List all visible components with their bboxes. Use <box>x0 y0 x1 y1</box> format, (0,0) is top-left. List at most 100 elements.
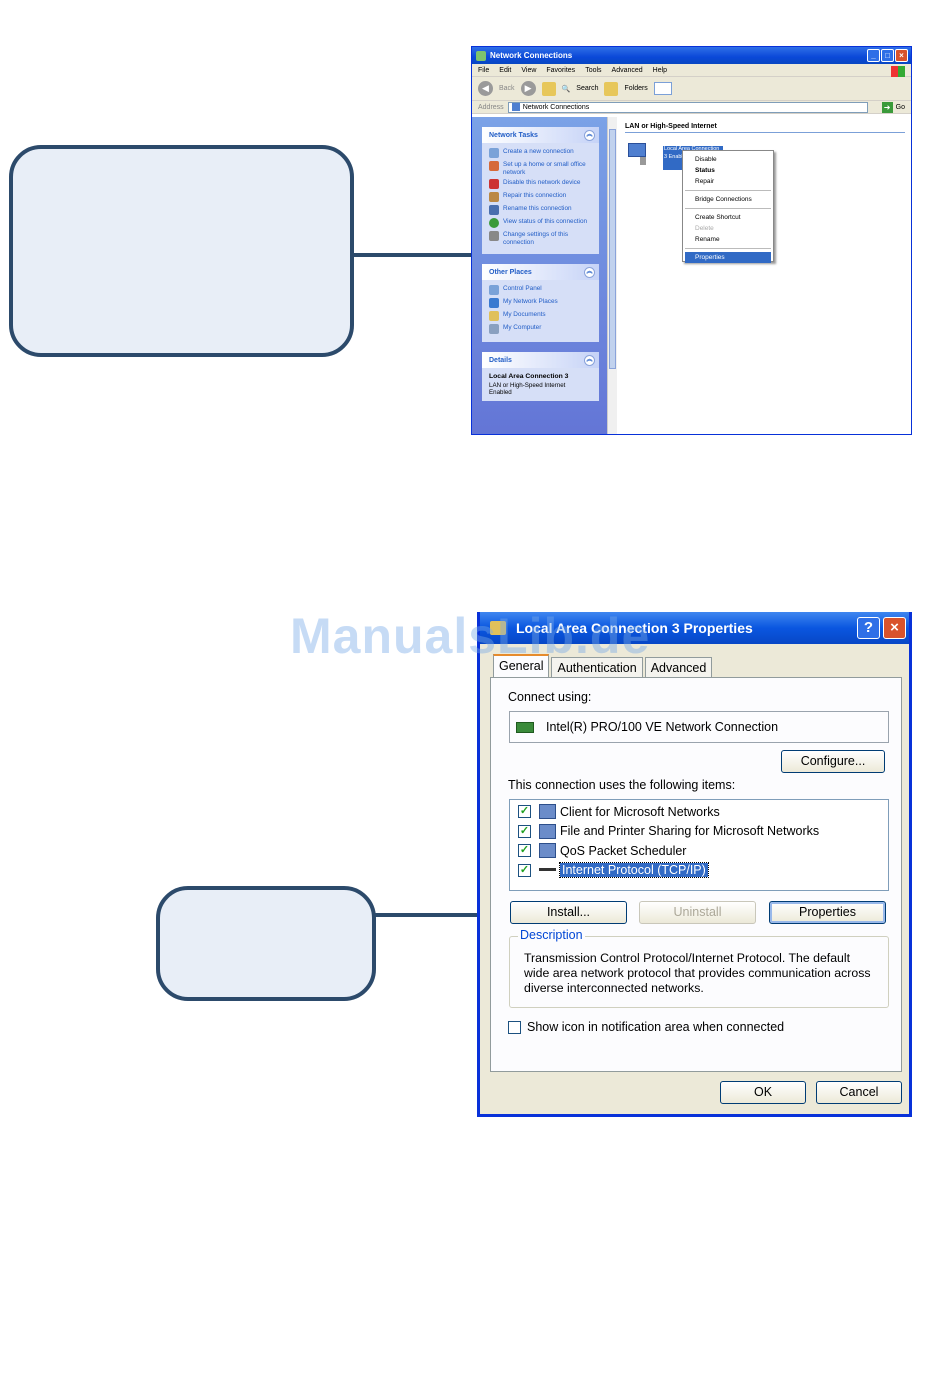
task-repair-connection[interactable]: Repair this connection <box>489 192 595 203</box>
ctx-status[interactable]: Status <box>695 167 715 174</box>
task-create-connection[interactable]: Create a new connection <box>489 148 595 158</box>
panel-title: Details <box>489 356 512 364</box>
properties-dialog: Local Area Connection 3 Properties ? × G… <box>477 612 912 1117</box>
ctx-create-shortcut[interactable]: Create Shortcut <box>695 214 741 221</box>
back-button-label[interactable]: Back <box>499 85 515 92</box>
repair-icon <box>489 192 499 203</box>
ctx-bridge-connections[interactable]: Bridge Connections <box>695 196 752 203</box>
ctx-rename[interactable]: Rename <box>695 236 720 243</box>
callout-box-bottom <box>156 886 376 1001</box>
go-arrow-icon[interactable]: ➜ <box>881 102 893 113</box>
folders-button-label[interactable]: Folders <box>624 85 648 92</box>
list-item-tcpip[interactable]: ✓ Internet Protocol (TCP/IP) <box>510 861 888 881</box>
connection-icon <box>490 621 506 635</box>
details-title: Local Area Connection 3 <box>489 373 569 381</box>
menu-edit[interactable]: Edit <box>499 66 512 74</box>
menu-view[interactable]: View <box>521 66 537 74</box>
tab-authentication[interactable]: Authentication <box>551 657 643 678</box>
show-icon-checkbox[interactable] <box>508 1020 521 1034</box>
item-checkbox[interactable]: ✓ <box>518 805 531 819</box>
views-icon[interactable] <box>653 82 672 95</box>
items-list: ✓ Client for Microsoft Networks ✓ File a… <box>509 799 889 891</box>
scrollbar-thumb[interactable] <box>609 129 616 369</box>
windows-flag-icon <box>891 66 905 77</box>
menu-help[interactable]: Help <box>652 66 668 74</box>
new-connection-icon <box>489 148 499 158</box>
place-my-documents[interactable]: My Documents <box>489 311 595 322</box>
lan-connection-icon[interactable] <box>628 143 648 165</box>
window-titlebar: Network Connections _ □ × <box>472 47 911 64</box>
rename-icon <box>489 205 499 216</box>
address-field[interactable]: Network Connections <box>507 101 868 113</box>
forward-arrow-icon[interactable]: ▶ <box>520 81 536 96</box>
control-panel-icon <box>489 285 499 296</box>
list-item-qos[interactable]: ✓ QoS Packet Scheduler <box>510 841 888 861</box>
collapse-chevron-icon[interactable]: ︽ <box>584 129 595 141</box>
ok-button[interactable]: OK <box>720 1081 806 1104</box>
folders-icon[interactable] <box>604 81 619 96</box>
network-connections-icon <box>476 50 486 61</box>
details-header[interactable]: Details ︽ <box>482 352 599 369</box>
task-pane-scrollbar[interactable] <box>607 117 617 434</box>
place-control-panel[interactable]: Control Panel <box>489 285 595 296</box>
collapse-chevron-icon[interactable]: ︽ <box>584 266 595 278</box>
item-checkbox[interactable]: ✓ <box>518 844 531 858</box>
help-button[interactable]: ? <box>857 617 880 639</box>
close-button[interactable]: × <box>895 49 908 62</box>
adapter-field: Intel(R) PRO/100 VE Network Connection <box>509 711 889 743</box>
search-button-label[interactable]: Search <box>576 85 599 92</box>
context-menu: Disable Status Repair Bridge Connections… <box>682 150 774 263</box>
task-label: Create a new connection <box>503 148 574 155</box>
collapse-chevron-icon[interactable]: ︽ <box>584 354 595 366</box>
place-my-computer[interactable]: My Computer <box>489 324 595 335</box>
properties-button[interactable]: Properties <box>769 901 886 924</box>
configure-button[interactable]: Configure... <box>781 750 885 773</box>
minimize-button[interactable]: _ <box>867 49 880 62</box>
item-checkbox[interactable]: ✓ <box>518 863 531 877</box>
show-icon-option[interactable]: Show icon in notification area when conn… <box>508 1020 784 1034</box>
task-change-settings[interactable]: Change settings of this connection <box>489 231 595 246</box>
details-panel: Details ︽ Local Area Connection 3 LAN or… <box>482 352 599 402</box>
tab-advanced[interactable]: Advanced <box>644 657 713 678</box>
protocol-icon <box>539 868 556 876</box>
task-rename-connection[interactable]: Rename this connection <box>489 205 595 216</box>
details-subtitle: LAN or High-Speed Internet <box>489 382 566 390</box>
tab-general[interactable]: General <box>493 654 550 678</box>
menu-tools[interactable]: Tools <box>585 66 602 74</box>
task-label: Rename this connection <box>503 205 572 213</box>
up-folder-icon[interactable] <box>541 81 556 96</box>
install-button[interactable]: Install... <box>510 901 627 924</box>
place-network-places[interactable]: My Network Places <box>489 298 595 309</box>
menu-favorites[interactable]: Favorites <box>546 66 576 74</box>
adapter-name: Intel(R) PRO/100 VE Network Connection <box>546 720 779 734</box>
documents-folder-icon <box>489 311 499 322</box>
other-places-header[interactable]: Other Places ︽ <box>482 264 599 281</box>
item-checkbox[interactable]: ✓ <box>518 824 531 838</box>
panel-title: Network Tasks <box>489 131 538 139</box>
address-value: Network Connections <box>522 103 590 111</box>
task-label: Repair this connection <box>503 192 567 200</box>
list-item-file-printer-sharing[interactable]: ✓ File and Printer Sharing for Microsoft… <box>510 822 888 842</box>
maximize-button[interactable]: □ <box>881 49 894 62</box>
search-icon[interactable]: 🔍 <box>561 85 571 93</box>
task-home-network[interactable]: Set up a home or small office network <box>489 161 595 176</box>
ctx-disable[interactable]: Disable <box>695 156 717 163</box>
file-sharing-icon <box>539 823 556 839</box>
ctx-repair[interactable]: Repair <box>695 178 715 185</box>
panel-title: Other Places <box>489 268 532 276</box>
list-item-client[interactable]: ✓ Client for Microsoft Networks <box>510 802 888 822</box>
task-view-status[interactable]: View status of this connection <box>489 218 595 229</box>
task-disable-device[interactable]: Disable this network device <box>489 179 595 190</box>
place-label: My Network Places <box>503 298 558 306</box>
ctx-properties[interactable]: Properties <box>685 252 771 263</box>
menu-separator <box>685 190 771 191</box>
dialog-close-button[interactable]: × <box>883 617 906 639</box>
back-arrow-icon[interactable]: ◀ <box>478 81 493 96</box>
go-button-label[interactable]: Go <box>895 104 905 111</box>
toolbar: ◀ Back ▶ 🔍 Search Folders <box>472 77 911 101</box>
cancel-button[interactable]: Cancel <box>816 1081 902 1104</box>
group-divider <box>625 132 905 133</box>
network-tasks-header[interactable]: Network Tasks ︽ <box>482 127 599 143</box>
menu-advanced[interactable]: Advanced <box>611 66 643 74</box>
menu-file[interactable]: File <box>478 66 490 74</box>
